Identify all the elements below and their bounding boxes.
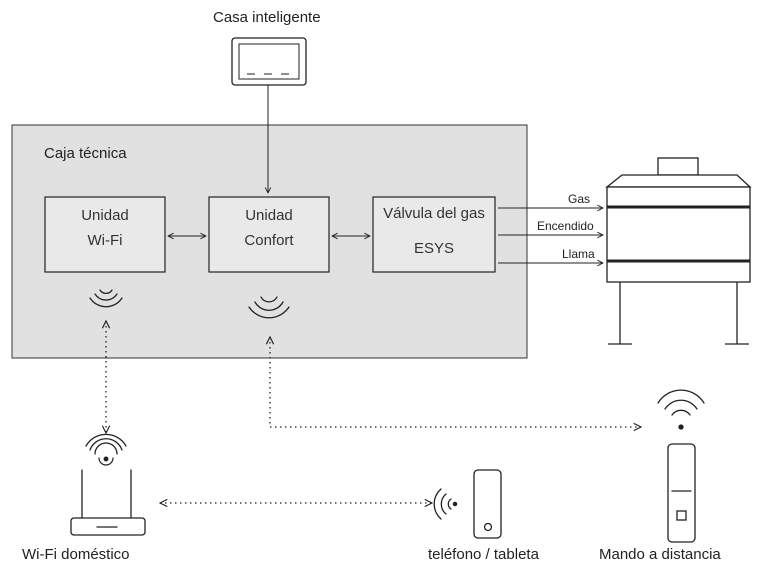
comfort-unit-box: [208, 196, 330, 273]
wifi-signal-icon: [248, 296, 290, 319]
thermostat-icon: [231, 37, 307, 86]
smart-home-label: Casa inteligente: [213, 9, 321, 26]
comfort-unit-label-1: Unidad: [245, 207, 293, 224]
phone-icon: [433, 469, 502, 539]
flame-signal-label: Llama: [562, 247, 595, 261]
remote-control-icon: [657, 389, 705, 543]
wifi-unit-label-2: Wi-Fi: [87, 232, 123, 249]
home-wifi-label: Wi-Fi doméstico: [22, 546, 130, 563]
tech-box-label: Caja técnica: [44, 145, 127, 162]
gas-valve-label-1: Válvula del gas: [383, 205, 485, 222]
gas-valve-box: [372, 196, 496, 273]
comfort-remote-link: [270, 337, 641, 427]
remote-label: Mando a distancia: [599, 546, 721, 563]
gas-signal-label: Gas: [568, 192, 591, 206]
phone-tablet-label: teléfono / tableta: [428, 546, 539, 563]
ignition-signal-label: Encendido: [537, 219, 594, 233]
gas-valve-label-2: ESYS: [413, 240, 455, 257]
comfort-unit-label-2: Confort: [244, 232, 294, 249]
router-icon: [70, 433, 146, 536]
wifi-signal-icon: [89, 289, 123, 308]
wifi-unit-label-1: Unidad: [81, 207, 129, 224]
fireplace-icon: [605, 157, 752, 345]
wifi-unit-box: [44, 196, 166, 273]
